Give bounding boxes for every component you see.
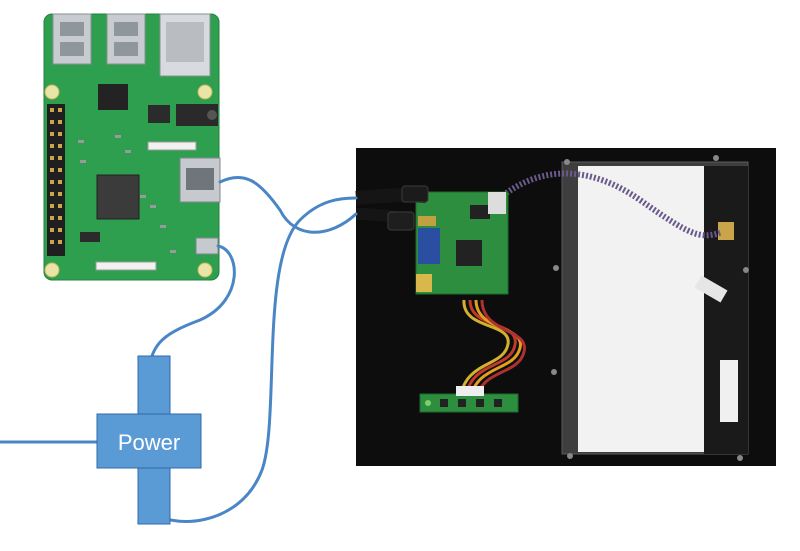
display-power-cable: [148, 196, 358, 523]
power-label: Power: [118, 430, 180, 455]
raspberry-pi-board: [43, 13, 221, 281]
pi-power-cable: [146, 244, 236, 382]
power-cross-top: [137, 355, 171, 417]
cables: [0, 175, 358, 523]
lcd-panel: [551, 155, 749, 461]
power-cross-bottom: [137, 465, 171, 525]
power-box: [96, 413, 202, 469]
control-wires: [458, 299, 526, 401]
hdmi-lcd-kit-photo: [355, 148, 776, 466]
button-board: [419, 386, 519, 413]
lvds-ribbon: [498, 170, 724, 239]
power-splitter: Power: [96, 355, 202, 525]
hdmi-controller-board: [415, 191, 509, 295]
hdmi-cable: [218, 175, 358, 234]
